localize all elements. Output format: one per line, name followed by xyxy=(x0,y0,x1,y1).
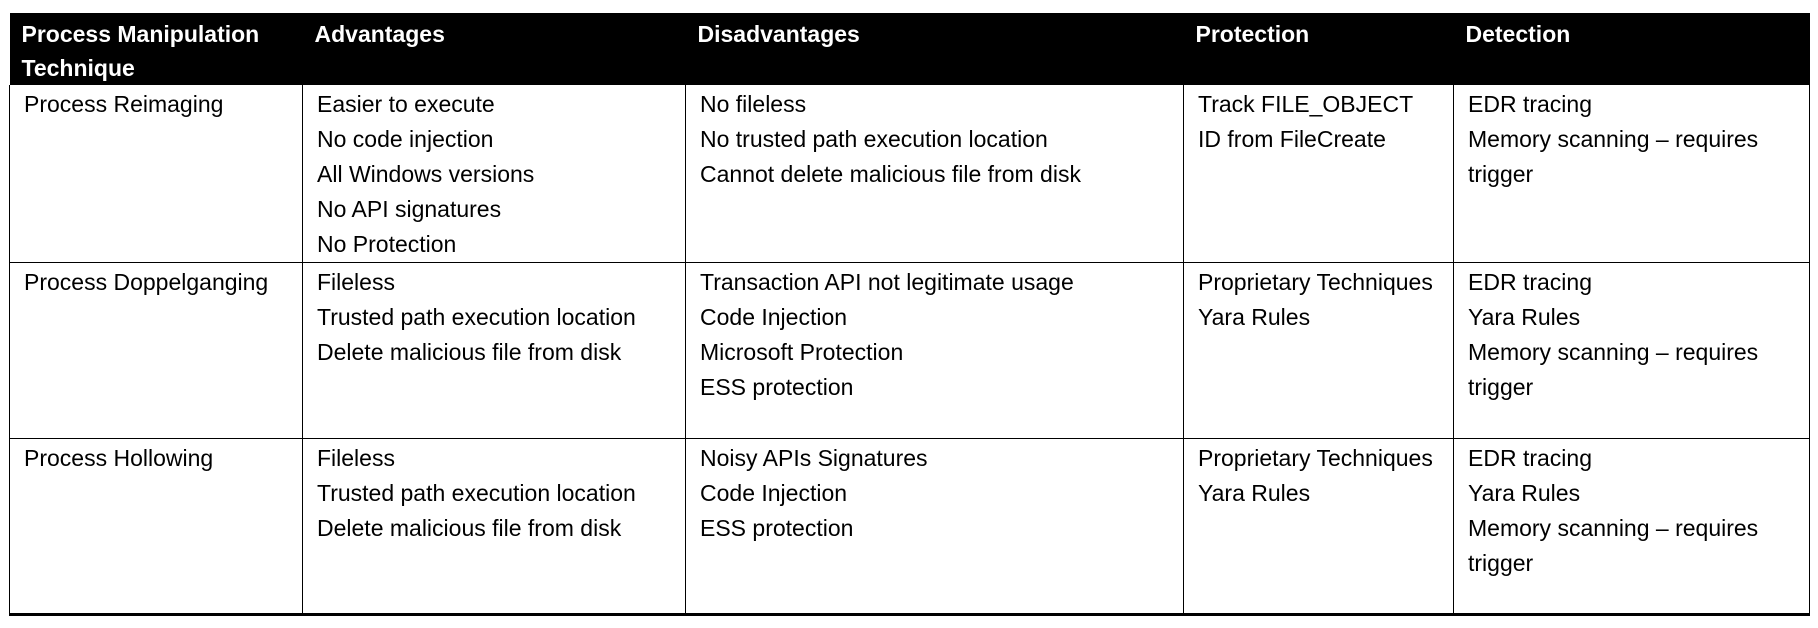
detection-item: EDR tracing xyxy=(1468,269,1592,295)
disadvantage-item: No fileless xyxy=(700,91,807,117)
protection-item: Yara Rules xyxy=(1198,304,1311,330)
disadvantage-item: Code Injection xyxy=(700,304,848,330)
disadvantage-item: Microsoft Protection xyxy=(700,339,904,365)
advantage-item: Delete malicious file from disk xyxy=(317,515,622,541)
detection-cell: EDR tracing Yara Rules Memory scanning –… xyxy=(1453,438,1810,616)
disadvantages-cell: No fileless No trusted path execution lo… xyxy=(685,85,1184,263)
protection-item: Proprietary Techniques xyxy=(1198,445,1433,471)
advantages-cell: Fileless Trusted path execution location… xyxy=(302,438,686,616)
header-technique: Process Manipulation Technique xyxy=(21,21,260,81)
advantages-cell: Fileless Trusted path execution location… xyxy=(302,262,686,439)
comparison-table-container: Process Manipulation Technique Advantage… xyxy=(9,13,1810,616)
advantage-item: Delete malicious file from disk xyxy=(317,339,622,365)
disadvantage-item: No trusted path execution location xyxy=(700,126,1048,152)
header-detection: Detection xyxy=(1465,21,1571,47)
disadvantages-cell: Transaction API not legitimate usage Cod… xyxy=(685,262,1184,439)
technique-cell: Process Hollowing xyxy=(9,438,303,616)
disadvantage-item: Transaction API not legitimate usage xyxy=(700,269,1074,295)
technique-name: Process Reimaging xyxy=(24,91,224,117)
protection-cell: Track FILE_OBJECT ID from FileCreate xyxy=(1183,85,1454,263)
detection-item: EDR tracing xyxy=(1468,91,1592,117)
detection-cell: EDR tracing Yara Rules Memory scanning –… xyxy=(1453,262,1810,439)
header-protection: Protection xyxy=(1195,21,1310,47)
disadvantages-cell: Noisy APIs Signatures Code Injection ESS… xyxy=(685,438,1184,616)
table-header: Process Manipulation Technique Advantage… xyxy=(9,13,1810,85)
detection-item: EDR tracing xyxy=(1468,445,1592,471)
header-disadvantages: Disadvantages xyxy=(697,21,860,47)
detection-item: Yara Rules xyxy=(1468,480,1581,506)
table-row: Process Hollowing Fileless Trusted path … xyxy=(9,438,1810,616)
advantage-item: Easier to execute xyxy=(317,91,495,117)
advantage-item: Fileless xyxy=(317,445,395,471)
advantage-item: Fileless xyxy=(317,269,395,295)
process-manipulation-comparison-table: Process Manipulation Technique Advantage… xyxy=(9,13,1810,616)
technique-cell: Process Reimaging xyxy=(9,85,303,263)
disadvantage-item: ESS protection xyxy=(700,515,854,541)
table-row: Process Doppelganging Fileless Trusted p… xyxy=(9,262,1810,439)
table-body: Process Reimaging Easier to execute No c… xyxy=(9,85,1810,616)
advantage-item: All Windows versions xyxy=(317,161,535,187)
advantage-item: Trusted path execution location xyxy=(317,304,636,330)
protection-item: Track FILE_OBJECT ID from FileCreate xyxy=(1198,91,1413,152)
disadvantage-item: Cannot delete malicious file from disk xyxy=(700,161,1081,187)
detection-item: Memory scanning – requires trigger xyxy=(1468,339,1759,400)
protection-cell: Proprietary Techniques Yara Rules xyxy=(1183,262,1454,439)
advantage-item: No code injection xyxy=(317,126,494,152)
disadvantage-item: Code Injection xyxy=(700,480,848,506)
table-row: Process Reimaging Easier to execute No c… xyxy=(9,85,1810,263)
protection-cell: Proprietary Techniques Yara Rules xyxy=(1183,438,1454,616)
protection-item: Yara Rules xyxy=(1198,480,1311,506)
protection-item: Proprietary Techniques xyxy=(1198,269,1433,295)
header-row: Process Manipulation Technique Advantage… xyxy=(9,13,1810,85)
technique-name: Process Doppelganging xyxy=(24,269,269,295)
detection-cell: EDR tracing Memory scanning – requires t… xyxy=(1453,85,1810,263)
disadvantage-item: Noisy APIs Signatures xyxy=(700,445,928,471)
disadvantage-item: ESS protection xyxy=(700,374,854,400)
advantages-cell: Easier to execute No code injection All … xyxy=(302,85,686,263)
advantage-item: No API signatures xyxy=(317,196,502,222)
advantage-item: Trusted path execution location xyxy=(317,480,636,506)
header-advantages: Advantages xyxy=(314,21,445,47)
detection-item: Memory scanning – requires trigger xyxy=(1468,515,1759,576)
detection-item: Yara Rules xyxy=(1468,304,1581,330)
advantage-item: No Protection xyxy=(317,231,457,257)
technique-name: Process Hollowing xyxy=(24,445,214,471)
detection-item: Memory scanning – requires trigger xyxy=(1468,126,1759,187)
technique-cell: Process Doppelganging xyxy=(9,262,303,439)
